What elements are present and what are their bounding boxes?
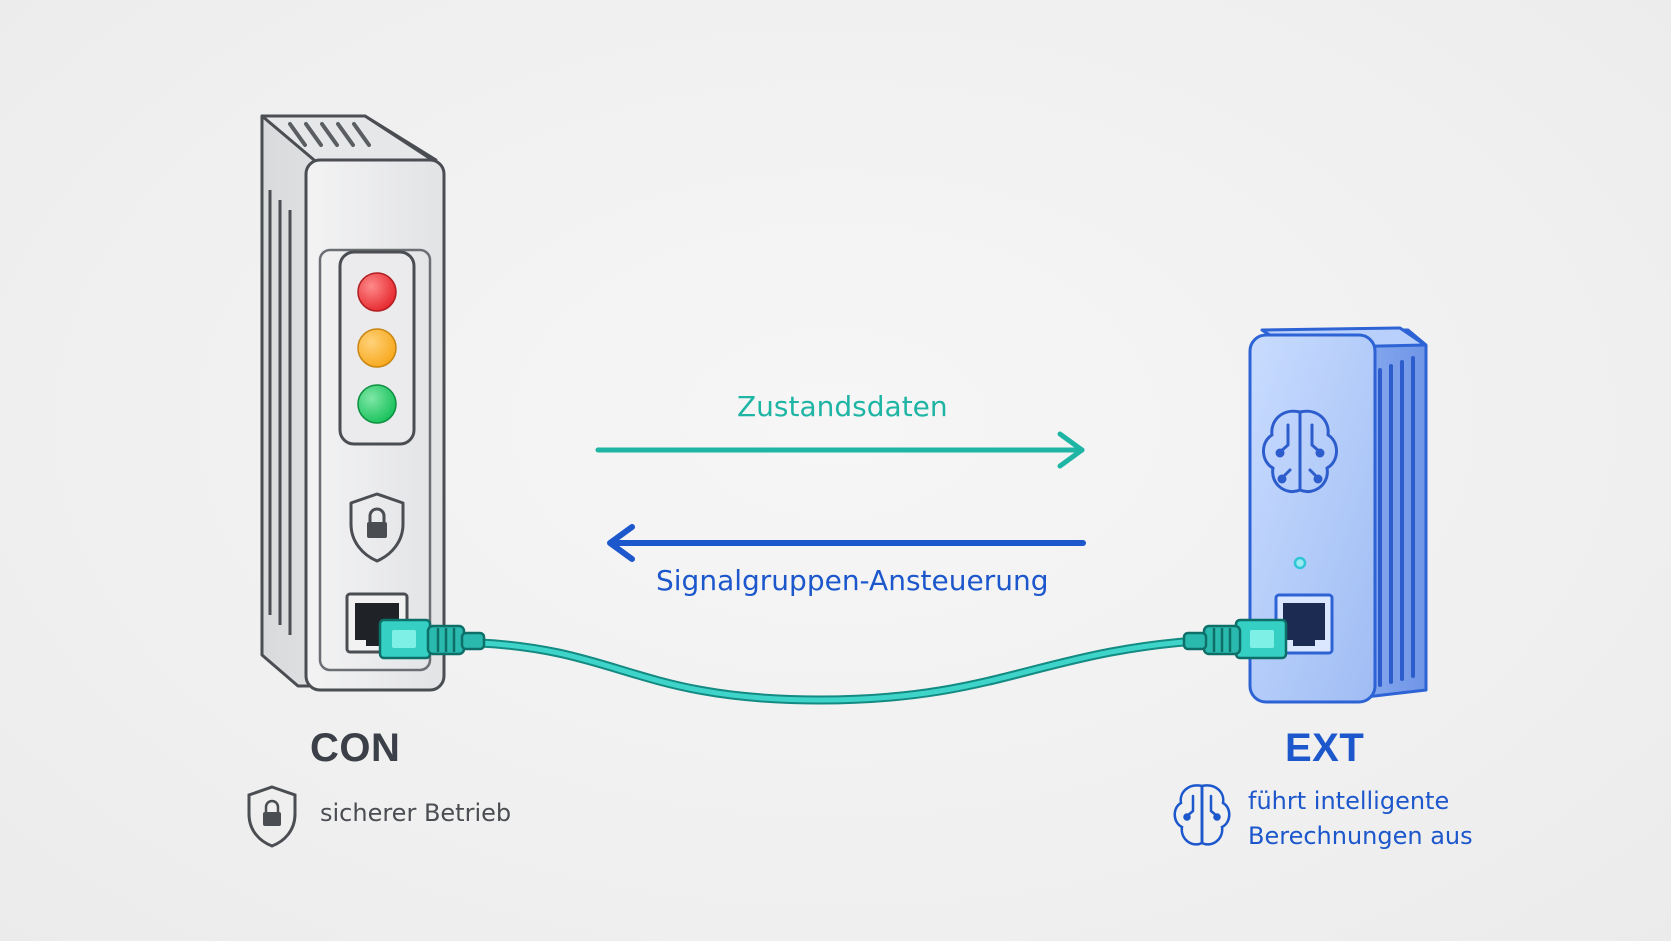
ext-title: EXT [1285, 726, 1365, 770]
ext-device [1248, 326, 1428, 704]
cable-connector-left [378, 618, 486, 660]
ext-note-line1: führt intelligente [1248, 787, 1450, 815]
con-shield-lock-icon [349, 492, 405, 563]
cable-connector-right [1182, 618, 1288, 660]
ext-note-line2: Berechnungen aus [1248, 822, 1473, 850]
light-red [357, 272, 397, 312]
ext-brain-circuit-icon [1262, 409, 1338, 493]
con-top-vents [288, 122, 371, 147]
arrow-forward-label: Zustandsdaten [737, 390, 948, 423]
shield-lock-icon [247, 785, 297, 848]
arrow-backward [607, 524, 1086, 562]
con-title: CON [310, 726, 401, 770]
arrow-forward [595, 431, 1085, 469]
ethernet-cable [378, 618, 1288, 705]
arrow-backward-label: Signalgruppen-Ansteuerung [656, 564, 1049, 597]
ext-side-vents [1378, 356, 1415, 687]
light-yellow [357, 328, 397, 368]
light-green [357, 384, 397, 424]
ext-status-led [1293, 556, 1307, 570]
con-device [260, 114, 446, 692]
con-side-vents [268, 190, 292, 635]
con-note: sicherer Betrieb [320, 799, 512, 827]
brain-circuit-icon [1173, 784, 1231, 846]
